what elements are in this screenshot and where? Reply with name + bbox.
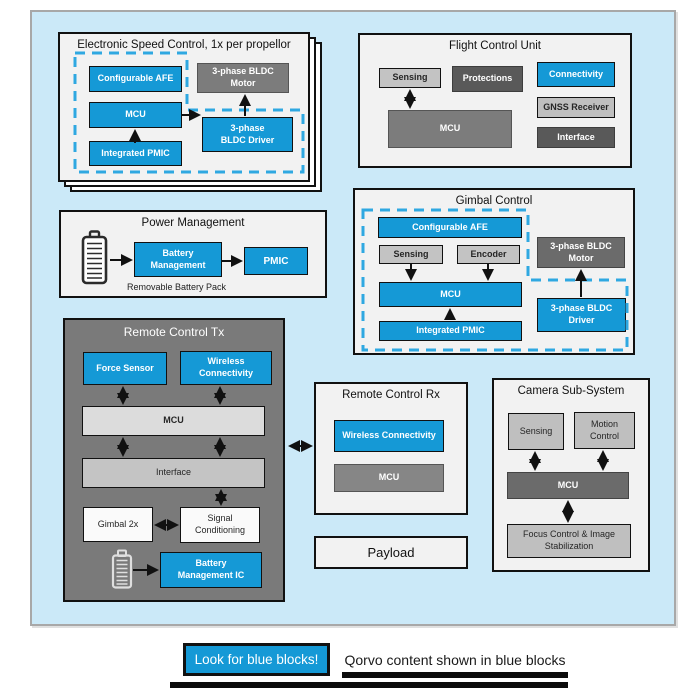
tx-title: Remote Control Tx <box>123 325 225 339</box>
rx-title: Remote Control Rx <box>342 389 440 401</box>
tx-gimbal-2x-block: Gimbal 2x <box>83 507 153 542</box>
fcu-connectivity-block: Connectivity <box>537 62 615 87</box>
tx-signal-conditioning-block: Signal Conditioning <box>180 507 260 543</box>
fcu-sensing-block: Sensing <box>379 68 441 88</box>
power-title: Power Management <box>141 217 245 229</box>
tx-battery-management-ic-block: Battery Management IC <box>160 552 262 588</box>
camera-title: Camera Sub-System <box>517 385 625 397</box>
camera-motion-control-block: Motion Control <box>574 412 635 449</box>
rx-mcu-block: MCU <box>334 464 444 492</box>
bottom-bar <box>170 682 568 688</box>
fcu-gnss-receiver-block: GNSS Receiver <box>537 97 615 118</box>
gimbal-title: Gimbal Control <box>455 195 533 207</box>
payload-section: Payload <box>314 536 468 569</box>
gimbal-configurable-afe-block: Configurable AFE <box>378 217 522 238</box>
gimbal-bldc-driver-block: 3-phase BLDC Driver <box>537 298 626 332</box>
esc-integrated-pmic-block: Integrated PMIC <box>89 141 182 166</box>
tx-interface-block: Interface <box>82 458 265 488</box>
power-pmic-block: PMIC <box>244 247 308 275</box>
look-for-blue-blocks-button[interactable]: Look for blue blocks! <box>183 643 330 676</box>
gimbal-bldc-motor-block: 3-phase BLDC Motor <box>537 237 625 268</box>
rx-wireless-connectivity-block: Wireless Connectivity <box>334 420 444 452</box>
esc-bldc-driver-block: 3-phase BLDC Driver <box>202 117 293 152</box>
camera-mcu-block: MCU <box>507 472 629 499</box>
gimbal-integrated-pmic-block: Integrated PMIC <box>379 321 522 341</box>
legend-underline-bar <box>342 672 568 678</box>
camera-focus-control-block: Focus Control & Image Stabilization <box>507 524 631 558</box>
esc-bldc-motor-block: 3-phase BLDC Motor <box>197 63 289 93</box>
fcu-mcu-block: MCU <box>388 110 512 148</box>
removable-battery-caption: Removable Battery Pack <box>127 282 227 292</box>
tx-mcu-block: MCU <box>82 406 265 436</box>
esc-title: Electronic Speed Control, 1x per propell… <box>77 39 291 51</box>
fcu-title: Flight Control Unit <box>448 40 542 52</box>
gimbal-sensing-block: Sensing <box>379 245 443 264</box>
power-battery-management-block: Battery Management <box>134 242 222 277</box>
tx-wireless-connectivity-block: Wireless Connectivity <box>180 351 272 385</box>
legend-note: Qorvo content shown in blue blocks <box>344 652 566 668</box>
tx-force-sensor-block: Force Sensor <box>83 352 167 385</box>
camera-sensing-block: Sensing <box>508 413 564 450</box>
esc-mcu-block: MCU <box>89 102 182 128</box>
battery-icon <box>80 229 109 291</box>
gimbal-mcu-block: MCU <box>379 282 522 307</box>
fcu-interface-block: Interface <box>537 127 615 148</box>
esc-configurable-afe-block: Configurable AFE <box>89 66 182 92</box>
tx-battery-icon <box>111 549 133 594</box>
fcu-protections-block: Protections <box>452 66 523 92</box>
gimbal-encoder-block: Encoder <box>457 245 520 264</box>
